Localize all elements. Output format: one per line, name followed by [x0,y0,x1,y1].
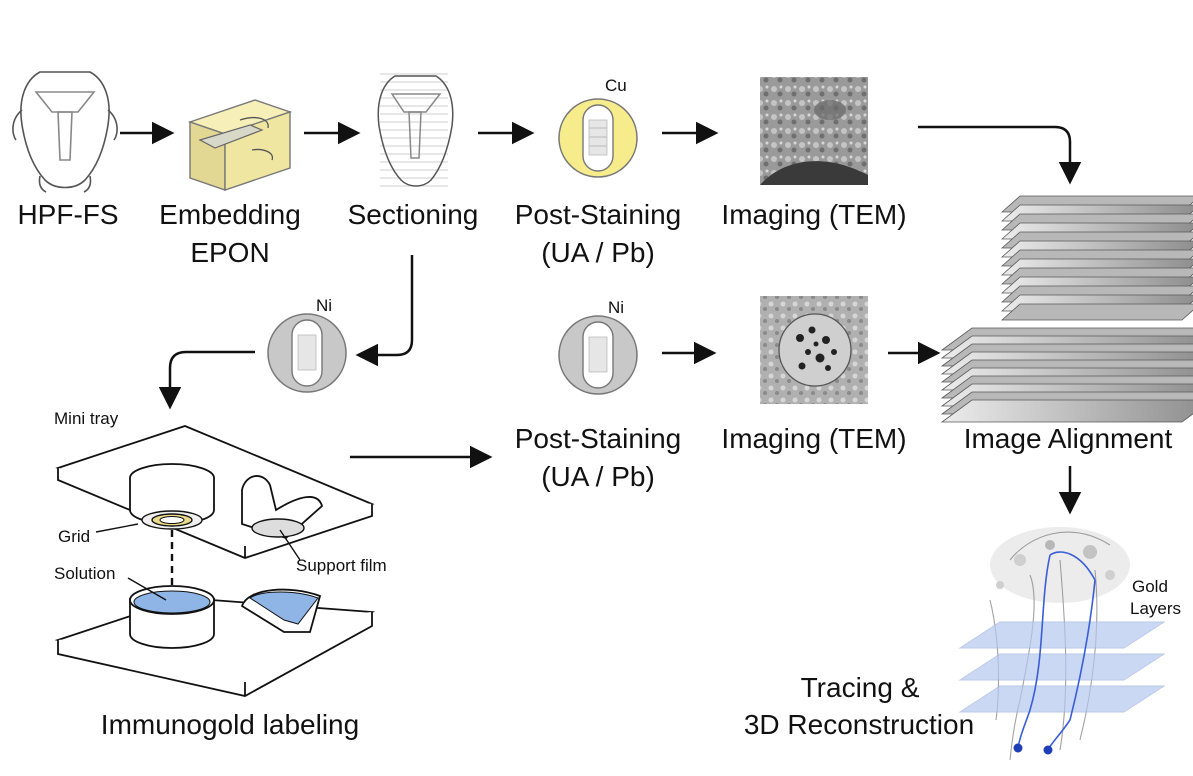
stack-slice [940,399,1193,423]
label-epon: EPON [190,237,270,268]
traced-neurons [1017,551,1096,751]
larva-icon [12,71,118,193]
arrow-sectioning-ni [355,255,414,367]
neuron-soma-2 [1043,745,1053,755]
label-grid: Grid [58,527,91,546]
label-solution: Solution [54,564,116,583]
label-cu: Cu [605,76,627,95]
label-post-staining-top: Post-Staining [514,199,682,230]
image-stack-bottom [940,327,1193,423]
label-hpf-fs: HPF-FS [17,199,119,230]
label-sectioning: Sectioning [347,199,479,230]
ni-grid-right-icon [558,315,638,395]
label-support-film: Support film [296,556,387,575]
label-gold: Gold [1132,577,1168,596]
label-tracing: Tracing & [800,672,920,703]
label-immunogold-labeling: Immunogold labeling [100,709,360,740]
label-ua-pb-top: (UA / Pb) [541,237,655,268]
label-mini-tray: Mini tray [54,409,119,428]
tem-image-top [760,77,868,185]
sectioned-larva-icon [377,73,454,187]
gold-layers [958,621,1166,713]
reconstruction-illustration [958,527,1166,761]
mini-tray-illustration [54,425,376,697]
cu-grid-icon [558,98,638,178]
label-imaging-bottom: Imaging (TEM) [721,423,907,454]
image-stack-top [1000,195,1193,321]
arrow-imaging-stack [918,125,1082,185]
ni-grid-left-icon [267,313,347,393]
label-imaging-top: Imaging (TEM) [721,199,907,230]
neuron-soma-1 [1013,743,1023,753]
tem-image-bottom [760,296,868,404]
stack-slice [1000,303,1193,321]
label-embedding: Embedding [159,199,301,230]
label-ni-right: Ni [608,298,625,317]
label-post-staining-bottom: Post-Staining [514,423,682,454]
label-ni-left: Ni [316,296,333,315]
label-layers: Layers [1130,599,1182,618]
label-3d-reconstruction: 3D Reconstruction [743,709,975,740]
epon-block-icon [187,99,293,191]
arrow-ni-tray [158,350,255,410]
label-image-alignment: Image Alignment [963,423,1173,454]
label-ua-pb-bottom: (UA / Pb) [541,461,655,492]
flow-arrows [120,121,1082,515]
